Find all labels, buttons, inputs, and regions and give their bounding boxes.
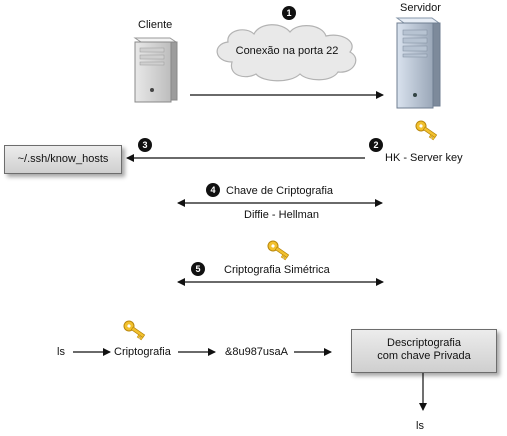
- cloud-shape: [216, 24, 357, 82]
- cloud-label: Conexão na porta 22: [235, 45, 339, 57]
- server-key-label: HK - Server key: [385, 152, 463, 164]
- encrypt-key-icon: [123, 320, 146, 341]
- server-key-icon: [415, 120, 438, 141]
- known-hosts-box: ~/.ssh/know_hosts: [4, 145, 122, 174]
- symmetric-label: Criptografia Simétrica: [224, 264, 330, 276]
- symmetric-key-icon: [267, 240, 290, 261]
- client-label: Cliente: [138, 19, 173, 31]
- decrypt-line1: Descriptografia: [387, 337, 461, 349]
- step-badge-2: 2: [369, 138, 383, 152]
- ciphertext-label: &8u987usaA: [225, 346, 288, 358]
- server-label: Servidor: [400, 2, 441, 14]
- step-badge-5: 5: [191, 262, 205, 276]
- encrypt-step-label: Criptografia: [114, 346, 171, 358]
- flow-output: ls: [416, 420, 424, 432]
- decrypt-box: Descriptografia com chave Privada: [351, 329, 497, 373]
- step-badge-4: 4: [206, 183, 220, 197]
- flow-input: ls: [57, 346, 65, 358]
- diffie-title: Chave de Criptografia: [226, 185, 334, 197]
- server-computer-icon: [395, 17, 441, 109]
- step-badge-3: 3: [138, 138, 152, 152]
- decrypt-line2: com chave Privada: [377, 350, 471, 362]
- known-hosts-label: ~/.ssh/know_hosts: [17, 153, 109, 165]
- step-badge-1: 1: [282, 6, 296, 20]
- diffie-subtitle: Diffie - Hellman: [244, 209, 319, 221]
- client-computer-icon: [133, 37, 178, 103]
